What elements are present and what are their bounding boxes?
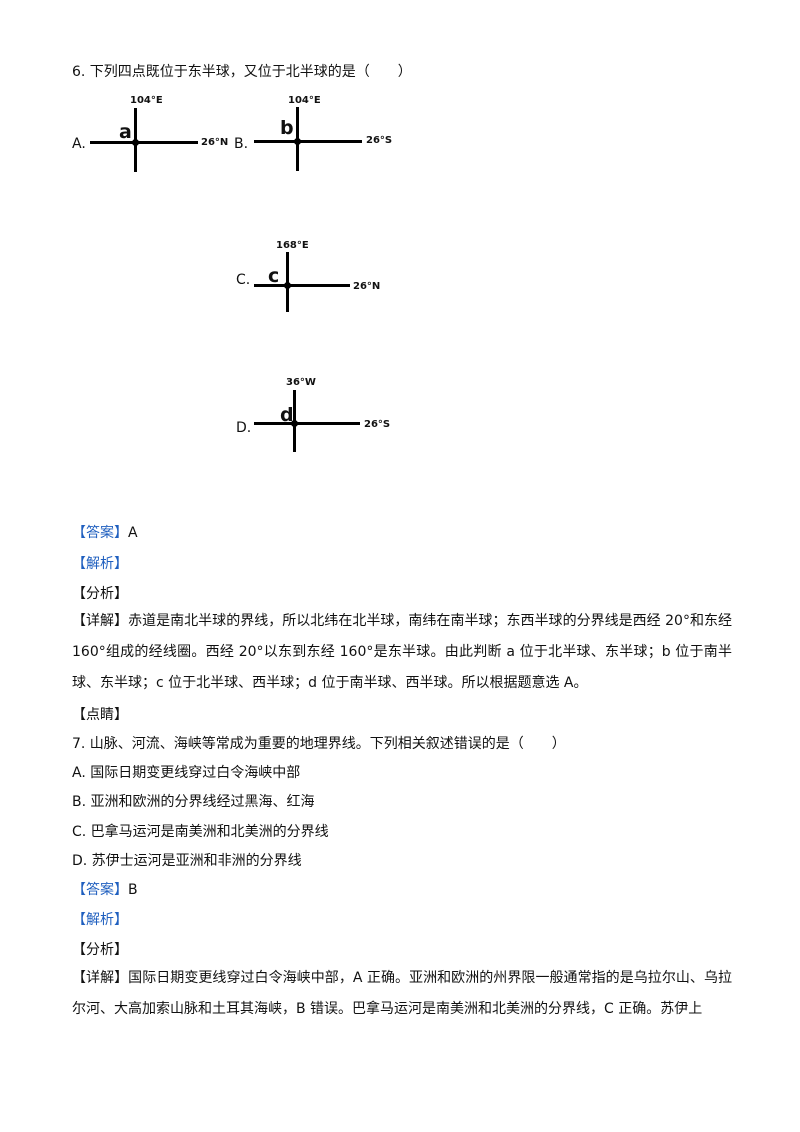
diagram-d-parallel — [254, 422, 360, 425]
q6-jiexi-tag: 【解析】 — [72, 556, 128, 572]
q6-detail: 【详解】赤道是南北半球的界线，所以北纬在北半球，南纬在南半球；东西半球的分界线是… — [72, 606, 732, 699]
diagram-b-point-letter: b — [280, 117, 294, 139]
diagram-a-latitude: 26°N — [201, 137, 229, 148]
diagram-c-point — [284, 282, 291, 289]
q6-answer-value: A — [128, 525, 138, 541]
q7-answer-value: B — [128, 882, 138, 898]
diagram-a-parallel — [90, 141, 198, 144]
q6-dianjing-tag: 【点睛】 — [72, 707, 128, 723]
q7-answer-tag: 【答案】 — [72, 882, 128, 898]
q6-fenxi-tag: 【分析】 — [72, 586, 128, 602]
diagram-b-parallel — [254, 140, 362, 143]
diagram-a-point-letter: a — [119, 121, 132, 143]
q7-option-b: B. 亚洲和欧洲的分界线经过黑海、红海 — [72, 794, 315, 810]
q7-detail-tag: 【详解】 — [72, 970, 129, 986]
diagram-d-latitude: 26°S — [364, 419, 391, 430]
diagram-c-longitude: 168°E — [276, 240, 309, 251]
diagram-b-longitude: 104°E — [288, 95, 321, 106]
option-d-label: D. — [236, 420, 252, 436]
q7-option-a: A. 国际日期变更线穿过白令海峡中部 — [72, 765, 301, 781]
option-a-label: A. — [72, 136, 86, 152]
diagram-c-latitude: 26°N — [353, 281, 381, 292]
q7-option-c: C. 巴拿马运河是南美洲和北美洲的分界线 — [72, 824, 329, 840]
q6-detail-tag: 【详解】 — [72, 613, 129, 629]
diagram-d-longitude: 36°W — [286, 377, 316, 388]
q7-answer-line: 【答案】B — [72, 880, 138, 900]
diagram-a-point — [132, 139, 139, 146]
diagram-d-point-letter: d — [280, 404, 294, 426]
diagram-c-point-letter: c — [268, 265, 280, 287]
option-c-label: C. — [236, 272, 251, 288]
diagram-b-point — [294, 138, 301, 145]
q6-detail-text: 赤道是南北半球的界线，所以北纬在北半球，南纬在南半球；东西半球的分界线是西经 2… — [72, 613, 733, 691]
q7-detail-text: 国际日期变更线穿过白令海峡中部，A 正确。亚洲和欧洲的州界限一般通常指的是乌拉尔… — [72, 970, 732, 1017]
q6-question: 6. 下列四点既位于东半球，又位于北半球的是（ ） — [72, 64, 412, 80]
q7-jiexi-tag: 【解析】 — [72, 912, 128, 928]
diagram-a-longitude: 104°E — [130, 95, 163, 106]
q7-option-d: D. 苏伊士运河是亚洲和非洲的分界线 — [72, 853, 302, 869]
q6-answer-tag: 【答案】 — [72, 525, 128, 541]
q7-question: 7. 山脉、河流、海峡等常成为重要的地理界线。下列相关叙述错误的是（ ） — [72, 736, 566, 752]
q6-answer-line: 【答案】A — [72, 523, 138, 543]
diagram-b-latitude: 26°S — [366, 135, 393, 146]
q7-detail: 【详解】国际日期变更线穿过白令海峡中部，A 正确。亚洲和欧洲的州界限一般通常指的… — [72, 963, 732, 1025]
q7-fenxi-tag: 【分析】 — [72, 942, 128, 958]
option-b-label: B. — [234, 136, 249, 152]
diagram-c-parallel — [254, 284, 350, 287]
diagram-d-point — [291, 420, 298, 427]
